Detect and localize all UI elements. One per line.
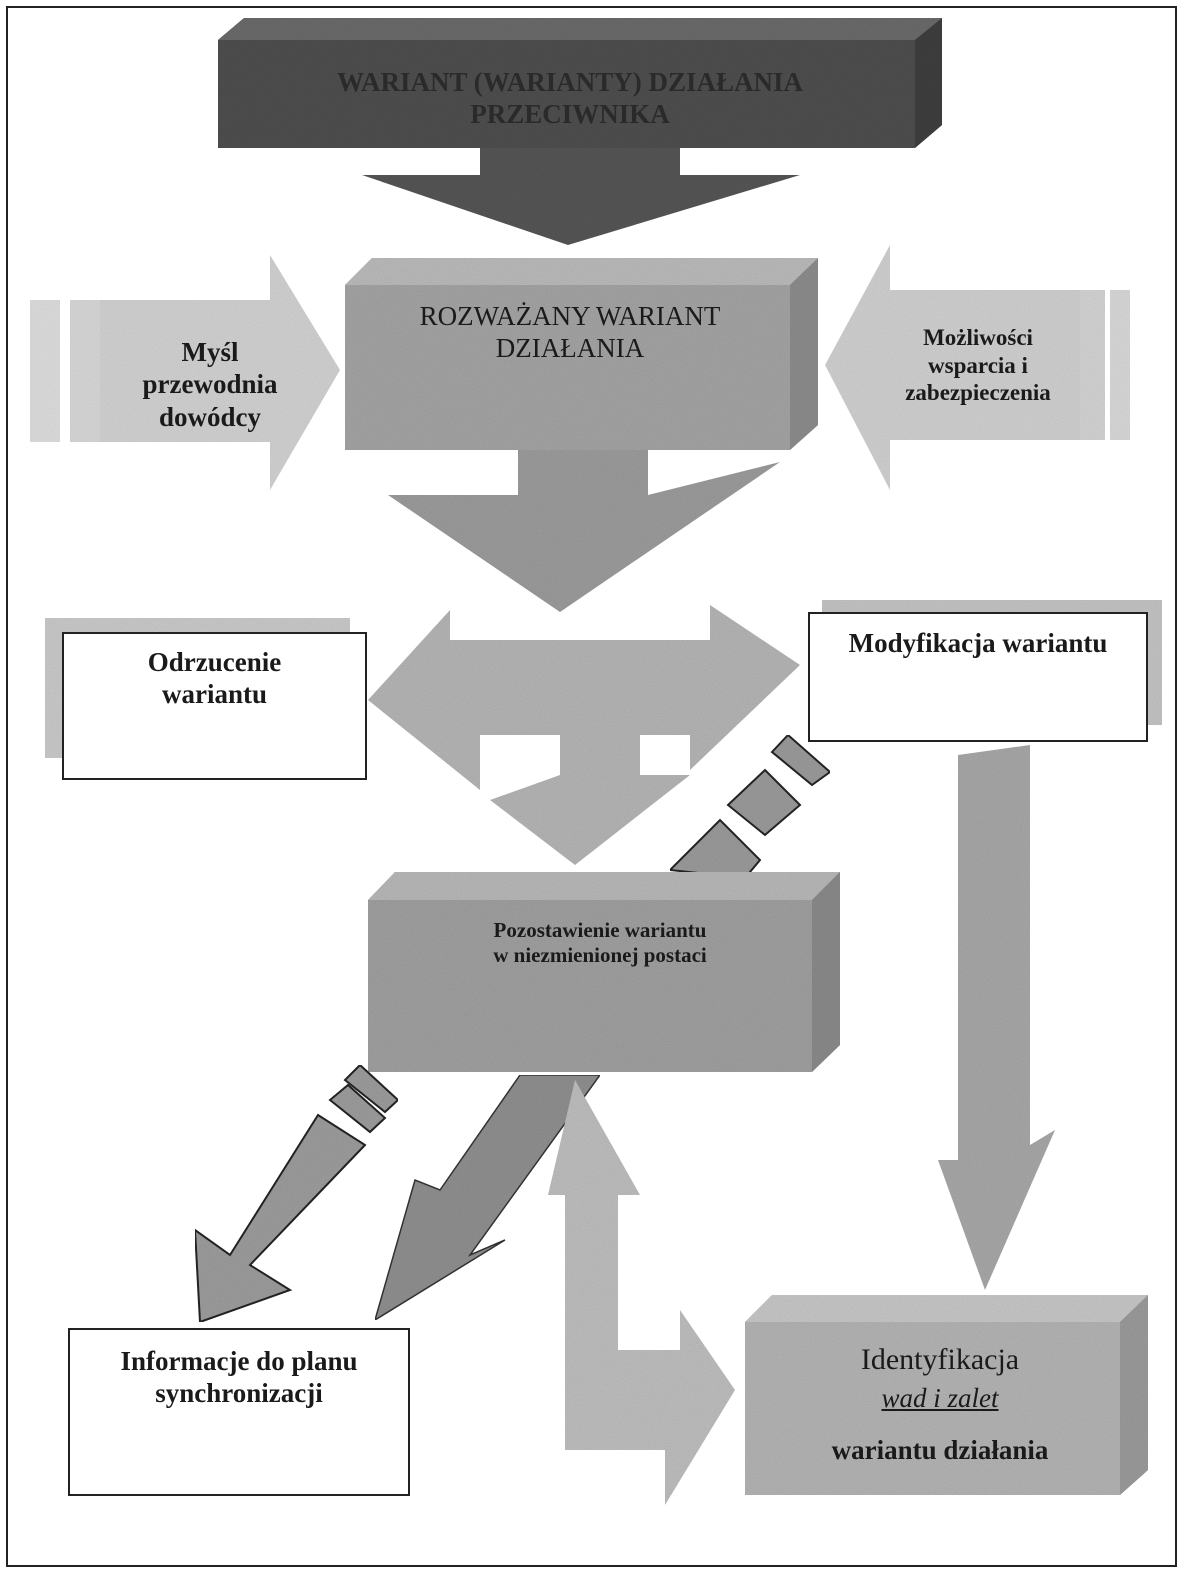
- reject-box-label: Odrzucenie wariantu: [62, 646, 367, 711]
- modify-box: [808, 612, 1148, 742]
- modify-box-line1: Modyfikacja wariantu: [848, 628, 1108, 658]
- info-box-line1: Informacje do planu: [120, 1346, 358, 1376]
- ident-block-line3: wariantu działania: [831, 1435, 1049, 1466]
- top-block-line1: WARIANT (WARIANTY) DZIAŁANIA: [336, 67, 804, 97]
- keep-block-line1: Pozostawienie wariantu: [493, 918, 707, 942]
- left-arrow-line1: Myśl: [181, 337, 239, 367]
- keep-block-line2: w niezmienionej postaci: [493, 943, 707, 968]
- center-block: [345, 258, 818, 612]
- right-arrow-line3: zabezpieczenia: [905, 380, 1051, 406]
- center-block-label: ROZWAŻANY WARIANT DZIAŁANIA: [360, 300, 780, 365]
- split-arrow: [368, 605, 800, 865]
- dashed-arrow-to-modify: [667, 733, 832, 880]
- right-arrow-line1: Możliwości: [923, 325, 1033, 350]
- center-block-line2: DZIAŁANIA: [495, 333, 645, 364]
- top-block-label: WARIANT (WARIANTY) DZIAŁANIA PRZECIWNIKA: [240, 66, 900, 131]
- reject-box-line1: Odrzucenie: [147, 647, 282, 677]
- left-input-arrow: [30, 255, 340, 490]
- left-arrow-line2: przewodnia: [142, 369, 278, 400]
- right-arrow-line2: wsparcia i: [928, 352, 1028, 378]
- ident-block-label: Identyfikacja wad i zalet wariantu dział…: [760, 1342, 1120, 1467]
- ident-block-line2: wad i zalet: [881, 1383, 999, 1413]
- modify-to-ident-arrow: [938, 745, 1055, 1290]
- reject-box-line2: wariantu: [161, 679, 267, 710]
- info-box: [68, 1328, 410, 1496]
- page-frame: [6, 6, 1177, 1567]
- top-block: [218, 18, 942, 245]
- left-arrow-label: Myśl przewodnia dowódcy: [110, 336, 310, 433]
- left-arrow-line3: dowódcy: [158, 401, 261, 432]
- ident-block-line1: Identyfikacja: [860, 1343, 1020, 1376]
- keep-block: [368, 872, 840, 1072]
- dashed-arrow-to-info: [193, 1063, 400, 1324]
- top-block-line2: PRZECIWNIKA: [470, 99, 670, 130]
- info-box-label: Informacje do planu synchronizacji: [68, 1345, 410, 1410]
- center-block-line1: ROZWAŻANY WARIANT: [419, 301, 721, 331]
- right-arrow-label: Możliwości wsparcia i zabezpieczenia: [868, 324, 1088, 407]
- info-box-line2: synchronizacji: [155, 1378, 323, 1409]
- ident-loop-arrow: [548, 1080, 735, 1505]
- ident-block: [745, 1295, 1148, 1495]
- right-input-arrow: [825, 245, 1130, 490]
- keep-block-label: Pozostawienie wariantu w niezmienionej p…: [390, 918, 810, 968]
- modify-box-label: Modyfikacja wariantu: [808, 627, 1148, 659]
- reject-box: [62, 632, 367, 780]
